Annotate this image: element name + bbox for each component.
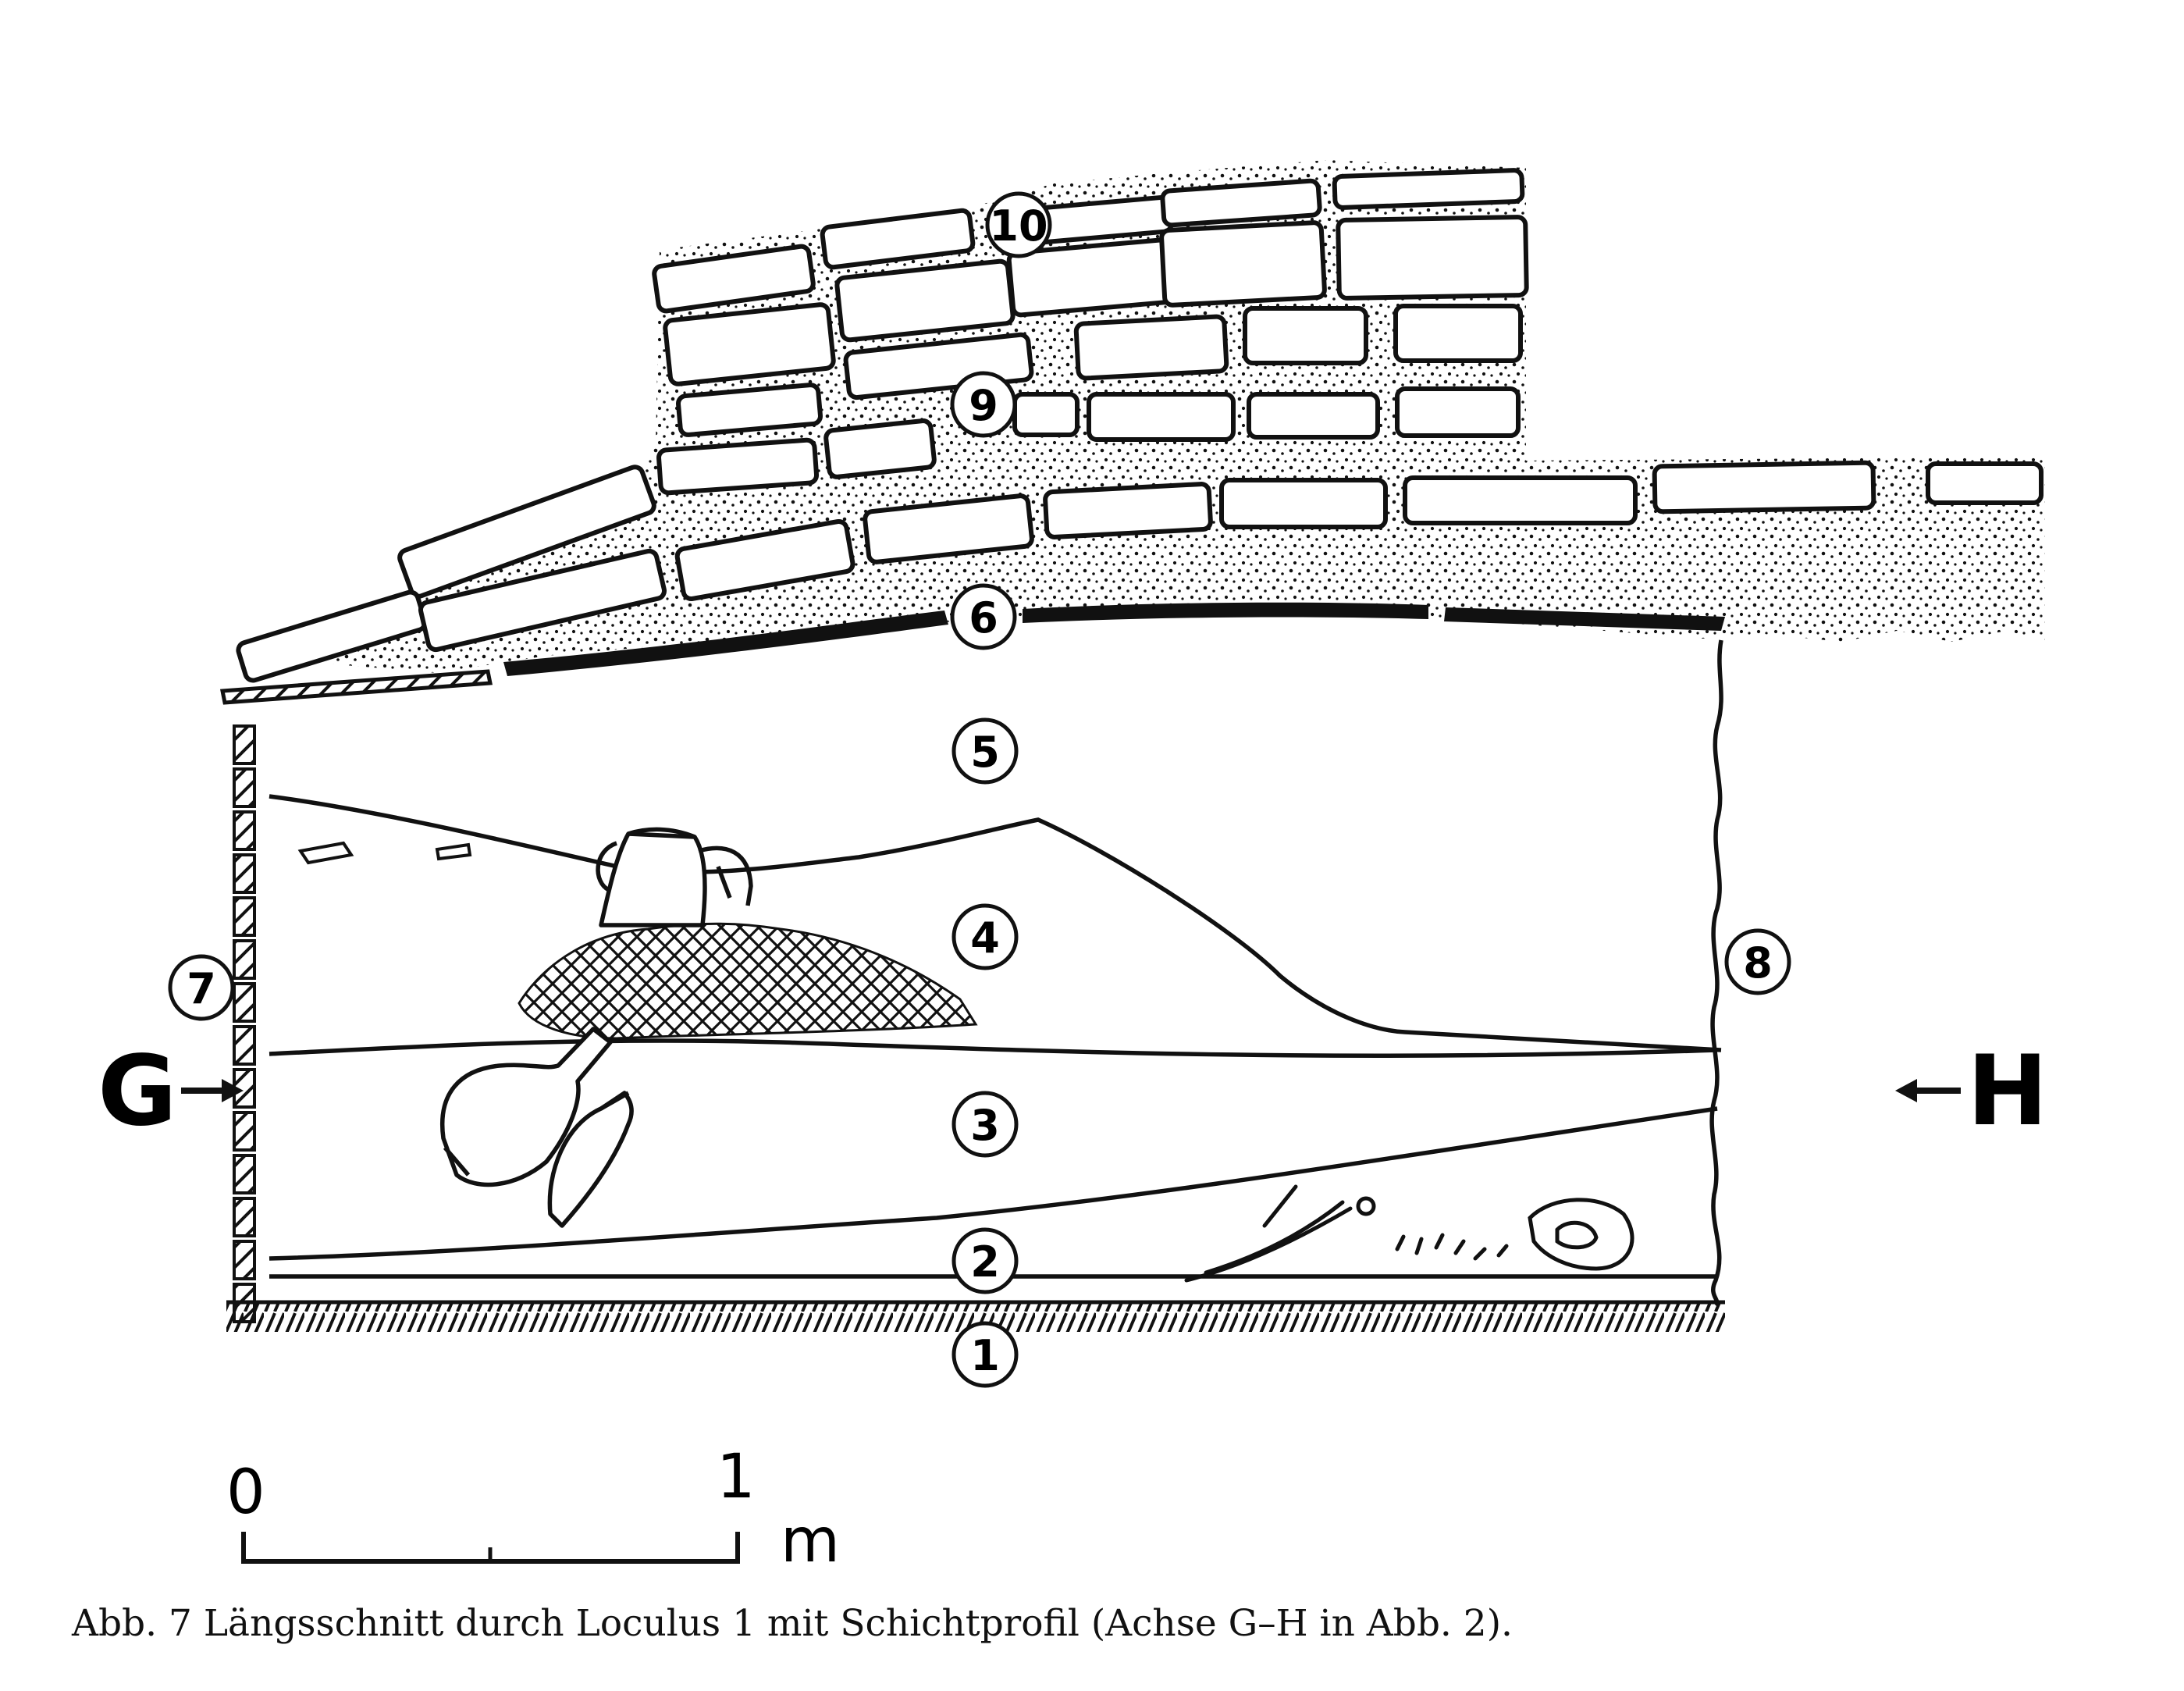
svg-text:G: G <box>98 1035 177 1148</box>
svg-text:3: 3 <box>970 1101 1000 1150</box>
svg-text:0: 0 <box>226 1458 265 1528</box>
svg-text:8: 8 <box>1743 938 1773 988</box>
svg-text:m: m <box>781 1506 840 1576</box>
svg-text:H: H <box>1967 1035 2048 1148</box>
layer-label-10: 10 <box>985 191 1052 258</box>
svg-text:10: 10 <box>989 201 1048 251</box>
axis-marker-g: G <box>98 1035 244 1148</box>
brick-wall <box>236 168 2043 683</box>
flask <box>440 1027 613 1187</box>
svg-text:6: 6 <box>969 593 998 643</box>
figure-caption: Abb. 7 Längsschnitt durch Loculus 1 mit … <box>72 1602 1513 1645</box>
scale-bar: 0 1 m <box>226 1442 840 1576</box>
rubble-heap <box>518 922 978 1040</box>
floor-crust <box>219 602 1725 705</box>
layer-label-9: 9 <box>950 371 1017 438</box>
stones <box>297 841 472 865</box>
layer-label-8: 8 <box>1724 928 1791 995</box>
layer-label-4: 4 <box>951 903 1019 970</box>
svg-text:7: 7 <box>187 964 216 1013</box>
skeleton-remains <box>1184 1184 1634 1283</box>
axis-marker-h: H <box>1895 1035 2048 1148</box>
layer-label-5: 5 <box>951 717 1019 785</box>
left-wall <box>233 724 256 1323</box>
svg-text:5: 5 <box>970 728 1000 777</box>
layer-label-1: 1 <box>951 1321 1019 1388</box>
svg-text:2: 2 <box>970 1237 1000 1287</box>
svg-text:1: 1 <box>717 1442 756 1512</box>
layer-label-7: 7 <box>168 954 235 1021</box>
svg-text:1: 1 <box>970 1331 1000 1380</box>
amphora <box>596 827 753 927</box>
slender-bottle <box>547 1091 634 1228</box>
layer-label-2: 2 <box>951 1227 1019 1294</box>
layer-label-3: 3 <box>951 1091 1019 1158</box>
svg-text:4: 4 <box>970 913 1000 963</box>
layer-label-6: 6 <box>950 583 1017 650</box>
svg-text:9: 9 <box>969 381 998 430</box>
